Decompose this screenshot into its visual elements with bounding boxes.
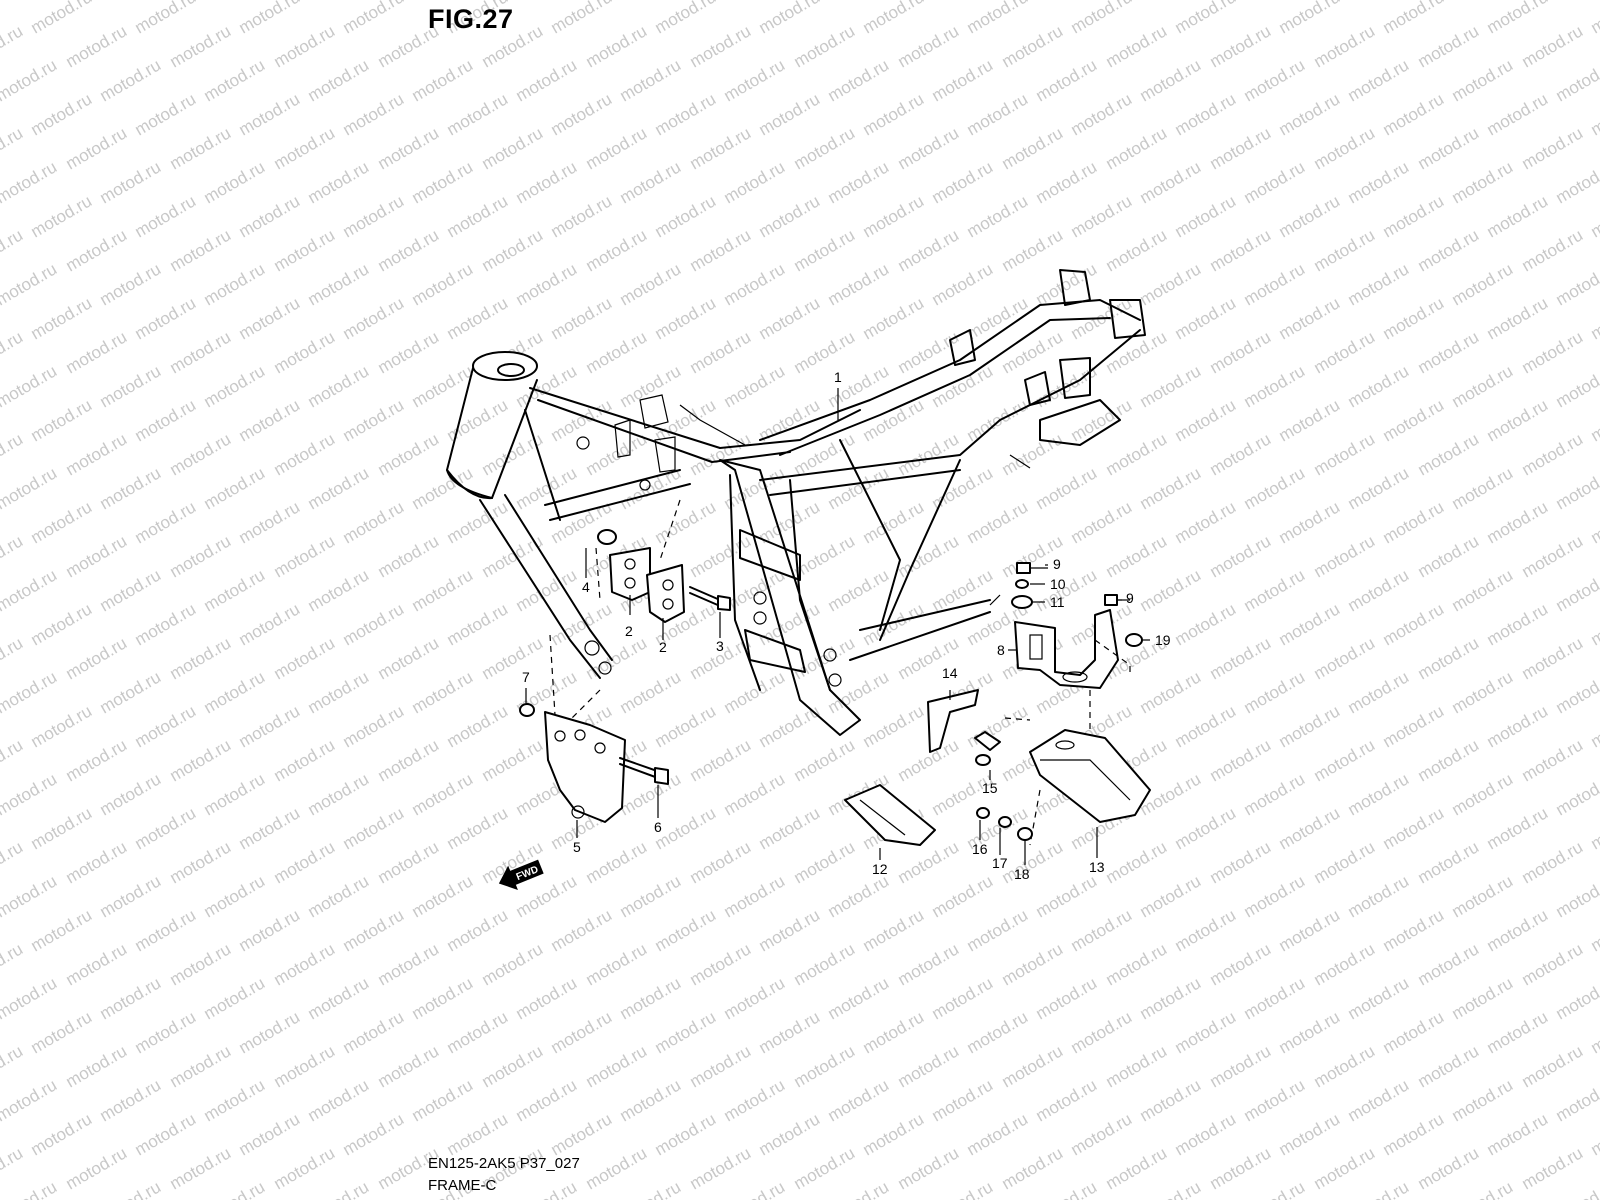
callout-13: 13 (1089, 859, 1105, 875)
engine-mount-brackets (595, 499, 731, 623)
callout-leaders (525, 388, 1150, 865)
callout-1: 1 (834, 369, 842, 385)
callout-17: 17 (992, 855, 1008, 871)
callout-14: 14 (942, 665, 958, 681)
callout-3: 3 (716, 638, 724, 654)
fwd-label: FWD (515, 864, 540, 883)
figure-name: FRAME-C (428, 1177, 497, 1194)
callout-7: 7 (522, 669, 530, 685)
callout-6: 6 (654, 819, 662, 835)
callout-9a: 9 (1053, 556, 1061, 572)
callout-15: 15 (982, 780, 998, 796)
main-frame (446, 269, 1146, 736)
figure-code: EN125-2AK5 P37_027 (428, 1155, 580, 1172)
fwd-arrow: FWD (498, 859, 544, 890)
callout-2a: 2 (625, 623, 633, 639)
callout-2b: 2 (659, 639, 667, 655)
callout-16: 16 (972, 841, 988, 857)
battery-holder (1011, 562, 1143, 689)
callout-numbers: 1 2 2 3 4 5 6 7 8 9 9 10 11 12 13 14 15 … (522, 369, 1171, 882)
callout-11: 11 (1050, 594, 1065, 610)
callout-8: 8 (997, 642, 1005, 658)
figure-title: FIG.27 (428, 4, 514, 34)
callout-9b: 9 (1126, 590, 1134, 606)
front-engine-hanger (519, 634, 669, 823)
lower-covers (844, 689, 1151, 846)
callout-4: 4 (582, 579, 590, 595)
callout-18: 18 (1014, 866, 1030, 882)
callout-19: 19 (1155, 632, 1171, 648)
callout-12: 12 (872, 861, 888, 877)
callout-10: 10 (1050, 576, 1066, 592)
callout-5: 5 (573, 839, 581, 855)
